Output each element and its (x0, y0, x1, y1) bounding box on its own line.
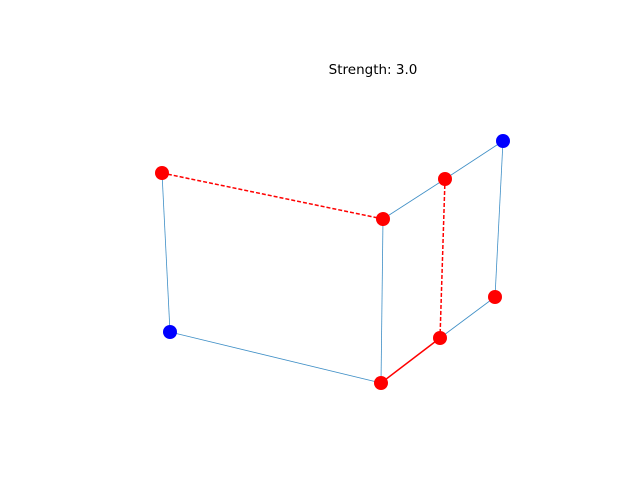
node-n3 (376, 212, 390, 226)
edge-n5-n8 (439, 178, 446, 339)
edges-layer (161, 140, 504, 384)
edge-n1-n3 (161, 172, 384, 220)
edge-n4-n8 (380, 337, 441, 384)
edge-n3-n5 (382, 178, 446, 220)
node-n5 (438, 172, 452, 186)
node-n7 (488, 290, 502, 304)
node-n6 (496, 134, 510, 148)
node-n2 (163, 325, 177, 339)
node-n1 (155, 166, 169, 180)
figure-title: Strength: 3.0 (328, 62, 418, 78)
edge-n1-n2 (161, 172, 171, 333)
edge-n6-n7 (494, 140, 504, 298)
edge-n2-n4 (169, 331, 382, 384)
nodes-layer (155, 134, 510, 390)
node-n4 (374, 376, 388, 390)
node-n8 (433, 331, 447, 345)
edge-n3-n4 (380, 218, 384, 384)
edge-n5-n6 (444, 140, 504, 180)
edge-n7-n8 (439, 296, 496, 339)
